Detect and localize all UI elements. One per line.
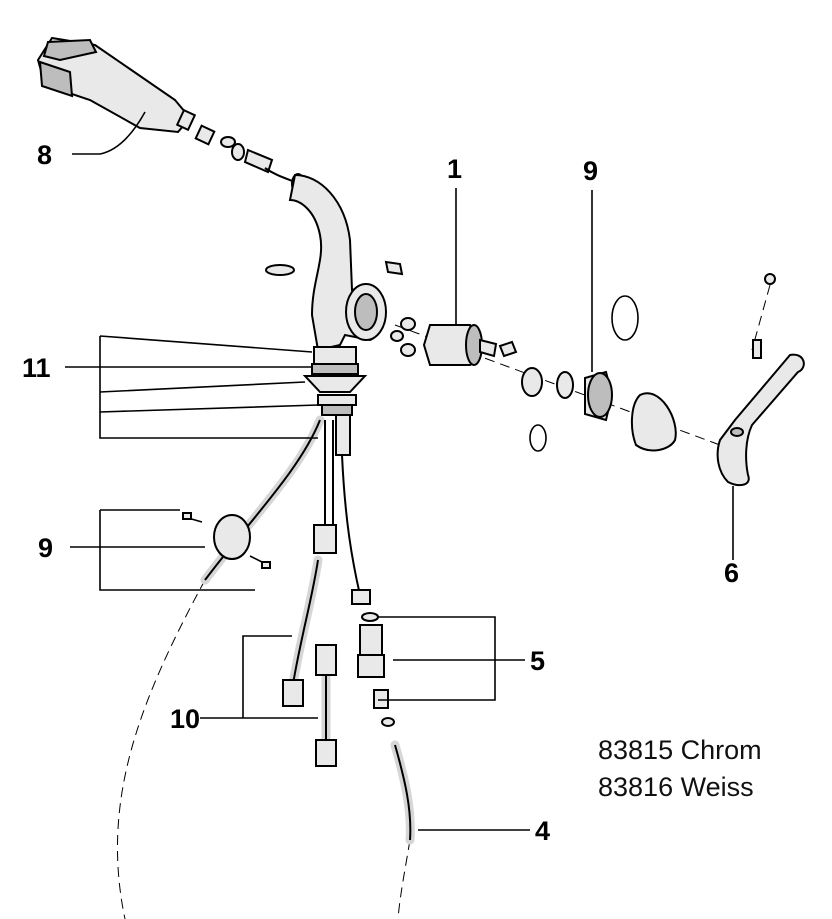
center-hose-nut xyxy=(315,644,337,676)
seal-c xyxy=(400,343,416,357)
hose-path-dashed xyxy=(116,579,206,919)
check-valve-assembly xyxy=(357,612,395,727)
hose-weight xyxy=(182,512,271,569)
clip xyxy=(529,424,547,452)
hose-path-dashed-right xyxy=(397,839,411,919)
seal-a xyxy=(400,317,416,331)
o-ring-small xyxy=(265,264,295,276)
model-label-chrom: 83815 Chrom xyxy=(598,735,762,765)
cartridge xyxy=(422,324,498,366)
seal-b xyxy=(390,330,404,342)
set-screw xyxy=(384,260,404,276)
leader-9 xyxy=(70,509,255,591)
leader-5 xyxy=(378,616,525,701)
callout-10: 10 xyxy=(170,704,200,734)
callout-5: 5 xyxy=(530,646,545,676)
leader-10 xyxy=(200,635,318,719)
callout-9: 9 xyxy=(38,533,53,563)
callout-11: 11 xyxy=(22,353,51,383)
leader-11 xyxy=(65,335,319,439)
leader-7 xyxy=(72,111,146,155)
hose-4 xyxy=(390,740,415,845)
callout-4: 4 xyxy=(535,816,550,846)
right-pipe-nut xyxy=(351,589,371,605)
cartridge-pin xyxy=(498,340,518,358)
handle-cap-screw xyxy=(764,273,776,285)
center-hose-end xyxy=(315,739,337,767)
model-label-weiss: 83816 Weiss xyxy=(598,772,754,802)
supply-pipe-right xyxy=(341,454,361,596)
spray-connector-parts xyxy=(194,124,305,195)
callout-1: 1 xyxy=(447,154,462,184)
bonnet-nut xyxy=(521,367,614,422)
handle-cap xyxy=(630,392,677,452)
handle-set-screw xyxy=(752,339,762,359)
callout-8: 9 xyxy=(583,156,598,186)
left-hose-nut xyxy=(282,679,304,707)
left-pipe-nut xyxy=(313,524,337,554)
callout-7: 8 xyxy=(37,140,52,170)
o-ring-large xyxy=(611,295,639,341)
supply-pipe-left xyxy=(324,420,334,540)
callout-6: 6 xyxy=(724,558,739,588)
lever-handle xyxy=(716,353,805,487)
spout-body xyxy=(288,173,387,352)
spray-head xyxy=(36,36,197,134)
base-mounting-parts xyxy=(302,346,368,456)
